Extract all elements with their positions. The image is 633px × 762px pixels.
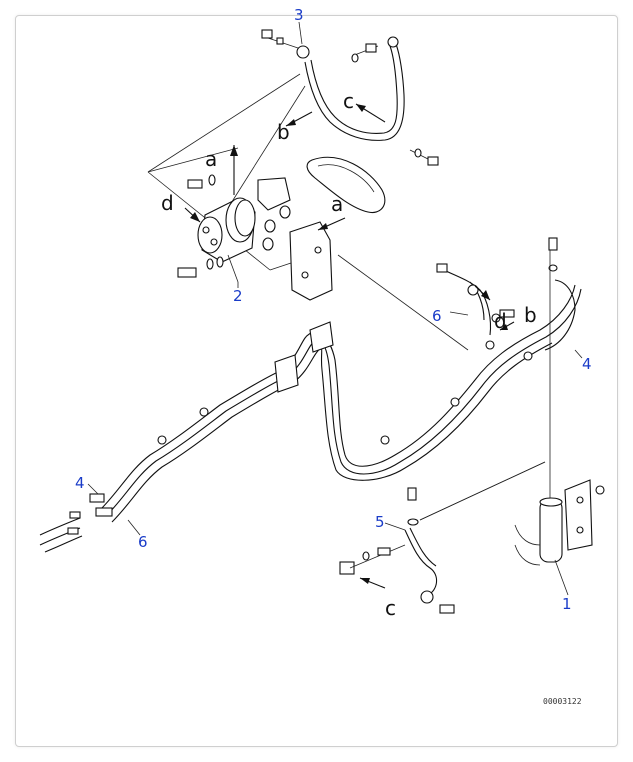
letter-b-right: b xyxy=(524,303,537,327)
callout-4-right: 4 xyxy=(582,355,592,373)
left-hose-ends xyxy=(39,493,113,553)
leader-6b xyxy=(127,519,141,536)
leader-4b xyxy=(87,483,99,495)
hose-4-and-6-right xyxy=(436,237,576,351)
callout-1: 1 xyxy=(562,595,572,613)
callout-4-left: 4 xyxy=(75,474,85,492)
drawing-code: 00003122 xyxy=(543,697,582,706)
leader-6a xyxy=(449,311,469,316)
diagram-frame xyxy=(15,15,618,747)
callout-6-upper: 6 xyxy=(432,307,442,325)
callout-3: 3 xyxy=(294,6,304,24)
leader-3 xyxy=(298,21,303,45)
main-hose-run xyxy=(99,284,582,523)
letter-b-upper: b xyxy=(277,120,290,144)
callout-2: 2 xyxy=(233,287,243,305)
letter-c-upper: c xyxy=(343,89,354,113)
compressor xyxy=(147,145,331,283)
receiver-drier xyxy=(419,250,605,596)
leader-4a xyxy=(574,349,583,359)
hose-5-assembly xyxy=(339,461,546,614)
letter-a-lower: a xyxy=(331,192,343,216)
callout-5: 5 xyxy=(375,513,385,531)
letter-d-left: d xyxy=(161,191,174,215)
letter-a-upper: a xyxy=(205,147,217,171)
callout-6-lower: 6 xyxy=(138,533,148,551)
bracket-and-belt xyxy=(257,156,469,351)
upper-hose-assembly xyxy=(147,29,439,209)
letter-c-lower: c xyxy=(385,596,396,620)
leader-5 xyxy=(384,522,406,531)
letter-d-right: d xyxy=(494,309,507,333)
